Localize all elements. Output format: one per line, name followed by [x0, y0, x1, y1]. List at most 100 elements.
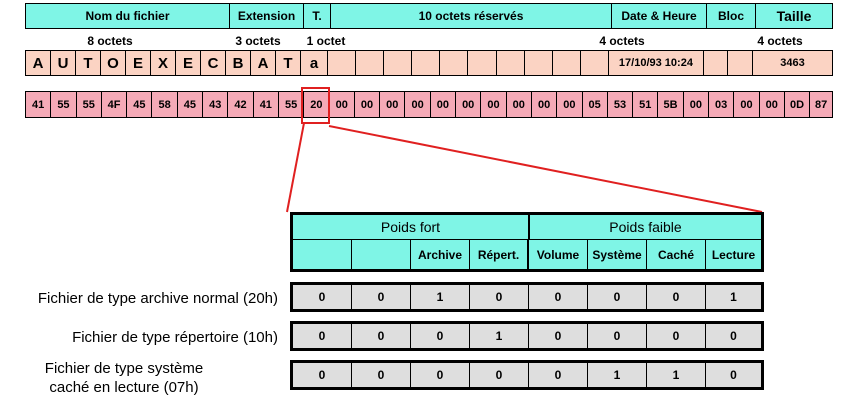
bit-value: 1 — [730, 290, 737, 304]
bit-value: 0 — [730, 329, 737, 343]
hex-byte: 00 — [481, 92, 507, 117]
hex-byte: 00 — [507, 92, 532, 117]
connector-right — [328, 125, 763, 213]
example-label-system-line1: Fichier de type système — [44, 360, 204, 377]
hex-byte: 0D — [785, 92, 811, 117]
bit-value: 1 — [411, 285, 470, 309]
hex-byte: 05 — [583, 92, 608, 117]
filename-char: T — [76, 51, 101, 75]
size-caption-type: 1 octet — [306, 34, 346, 48]
bit-value: 0 — [730, 368, 737, 382]
hex-byte: 00 — [532, 92, 558, 117]
hex-byte: 00 — [380, 92, 406, 117]
example-label-system: Fichier de type système caché en lecture… — [0, 359, 248, 397]
hex-byte: 45 — [178, 92, 204, 117]
bit-value: 0 — [588, 285, 647, 309]
hex-byte: 03 — [709, 92, 735, 117]
header-size-label: Taille — [776, 8, 812, 24]
hex-byte: 58 — [152, 92, 178, 117]
datetime-value: 17/10/93 10:24 — [609, 51, 704, 75]
group-low-label: Poids faible — [609, 219, 682, 235]
filename-char: E — [176, 51, 201, 75]
bit-value: 1 — [647, 363, 706, 387]
bit-value: 0 — [529, 285, 588, 309]
reserved-cell — [581, 51, 609, 75]
size-value: 3463 — [780, 57, 805, 69]
hex-byte: 4F — [102, 92, 128, 117]
filename-char: E — [126, 51, 151, 75]
hex-byte: 41 — [254, 92, 279, 117]
bit-name — [293, 240, 352, 269]
bit-name: Caché — [647, 240, 706, 269]
bit-value: 1 — [470, 324, 529, 348]
hex-byte: 00 — [557, 92, 583, 117]
reserved-cell — [384, 51, 413, 75]
group-high: Poids fort — [293, 215, 530, 239]
hex-byte: 00 — [330, 92, 355, 117]
header-filename: Nom du fichier — [26, 4, 230, 28]
hex-byte: 00 — [760, 92, 785, 117]
bit-name: Archive — [411, 240, 470, 269]
hex-byte: 43 — [203, 92, 229, 117]
bit-value: 0 — [293, 324, 352, 348]
size-caption-ext: 3 octets — [235, 34, 281, 48]
hex-byte: 87 — [814, 98, 828, 111]
header-type: T. — [304, 4, 331, 28]
size-caption-size: 4 octets — [757, 34, 803, 48]
group-high-label: Poids fort — [380, 219, 441, 235]
bit-value: 0 — [647, 285, 706, 309]
connector-left — [286, 122, 305, 213]
hex-byte: 55 — [77, 92, 102, 117]
bit-value: 1 — [588, 363, 647, 387]
bit-value: 0 — [293, 285, 352, 309]
hex-byte: 00 — [405, 92, 431, 117]
bit-name — [352, 240, 411, 269]
bit-name: Système — [588, 240, 647, 269]
bit-name: Répert. — [470, 240, 529, 269]
hex-byte: 55 — [51, 92, 77, 117]
example-label-archive: Fichier de type archive normal (20h) — [37, 290, 278, 307]
hex-byte: 53 — [608, 92, 634, 117]
filename-char: X — [151, 51, 176, 75]
bit-value: 0 — [352, 363, 411, 387]
example-label-system-line2: caché en lecture (07h) — [49, 379, 199, 396]
bit-value: 0 — [470, 285, 529, 309]
header-datetime: Date & Heure — [612, 4, 707, 28]
reserved-cell — [440, 51, 469, 75]
block-cell — [728, 51, 753, 75]
hex-byte: 41 — [26, 92, 52, 117]
reserved-cell — [497, 51, 525, 75]
bit-value: 0 — [352, 285, 411, 309]
header-extension: Extension — [230, 4, 304, 28]
attribute-group-row: Poids fort Poids faible — [290, 212, 764, 242]
header-size: Taille — [756, 4, 832, 28]
highlight-box — [301, 87, 330, 124]
hex-byte: 55 — [279, 92, 305, 117]
filename-char: A — [26, 51, 51, 75]
bit-value: 0 — [352, 324, 411, 348]
hex-byte: 42 — [228, 92, 254, 117]
filename-char: A — [251, 51, 276, 75]
filename-char: T — [276, 51, 301, 75]
filename-char: U — [51, 51, 76, 75]
hex-byte: 00 — [431, 92, 457, 117]
group-low: Poids faible — [530, 215, 761, 239]
attribute-char: a — [301, 51, 328, 75]
bit-value: 0 — [411, 363, 470, 387]
size-caption-datetime: 4 octets — [599, 34, 645, 48]
hex-byte: 00 — [684, 92, 710, 117]
bit-value: 0 — [411, 324, 470, 348]
reserved-cell — [525, 51, 553, 75]
reserved-cell — [412, 51, 441, 75]
example-label-directory: Fichier de type répertoire (10h) — [72, 329, 278, 346]
hex-byte: 00 — [734, 92, 760, 117]
header-reserved: 10 octets réservés — [331, 4, 612, 28]
reserved-cell — [356, 51, 385, 75]
